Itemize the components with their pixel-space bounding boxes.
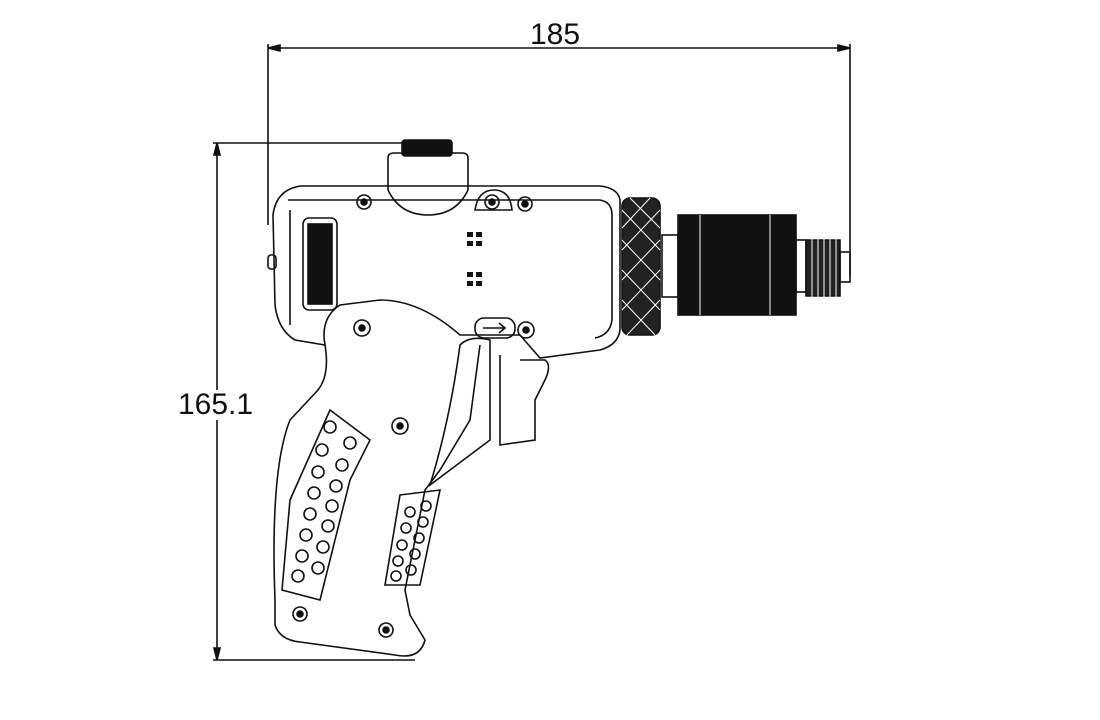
height-dimension-label: 165.1: [176, 388, 256, 421]
grip-dots: [291, 420, 432, 583]
screws: [292, 194, 535, 638]
indicator-leds: [467, 232, 482, 286]
housing: [267, 185, 621, 359]
vent-slots: [307, 223, 333, 305]
height-dimension: [212, 142, 420, 661]
knurled-collar: [621, 197, 661, 336]
trigger: [428, 337, 550, 488]
width-dimension-label: 185: [530, 18, 581, 51]
handle: [273, 344, 481, 657]
width-dimension: [267, 43, 851, 275]
chuck-nut: [661, 214, 797, 316]
direction-switch: [474, 317, 516, 339]
top-knob: [387, 139, 469, 216]
threaded-nose: [795, 236, 851, 300]
